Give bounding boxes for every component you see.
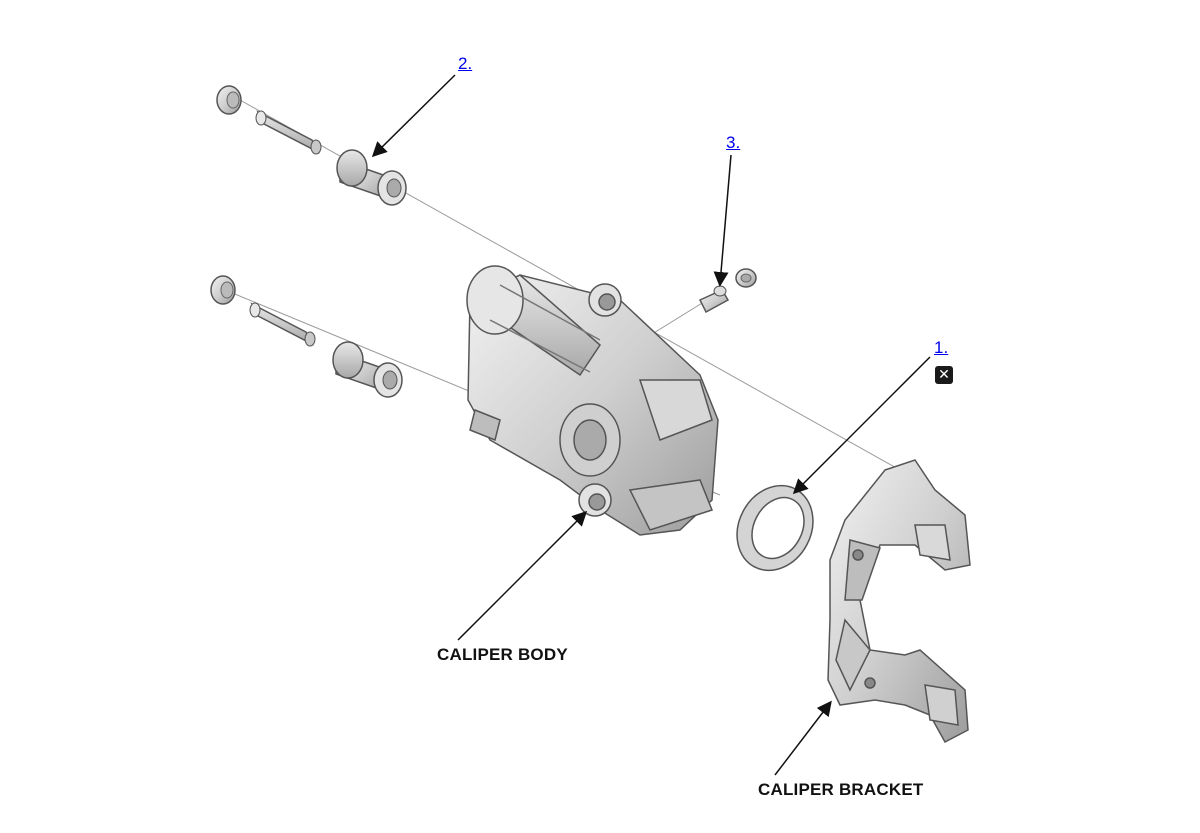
arrow-caliper-bracket [774, 700, 832, 776]
callout-link-3[interactable]: 3. [726, 133, 741, 152]
arrow-callout-1 [792, 356, 931, 495]
piston-seal [736, 484, 814, 572]
lower-guide-pin [249, 302, 316, 347]
close-icon[interactable]: ✕ [935, 366, 953, 384]
callout-link-2[interactable]: 2. [458, 54, 473, 73]
callout-arrows [371, 74, 931, 776]
upper-pin-sleeve [336, 149, 407, 206]
bleeder-cap [735, 268, 757, 288]
callout-link-1[interactable]: 1. [934, 338, 949, 357]
caliper-bracket-part [827, 459, 971, 744]
lower-pin-sleeve [332, 341, 403, 398]
bleeder-screw [698, 285, 730, 314]
caliper-bracket-label: CALIPER BRACKET [758, 780, 924, 799]
upper-guide-pin [255, 110, 322, 155]
arrow-caliper-body [457, 510, 588, 641]
arrow-callout-2 [371, 74, 456, 158]
caliper-body-label: CALIPER BODY [437, 645, 568, 664]
upper-pin-boot [216, 85, 242, 115]
arrow-callout-3 [713, 154, 732, 287]
caliper-body-part [466, 265, 719, 536]
lower-pin-boot [210, 275, 236, 305]
